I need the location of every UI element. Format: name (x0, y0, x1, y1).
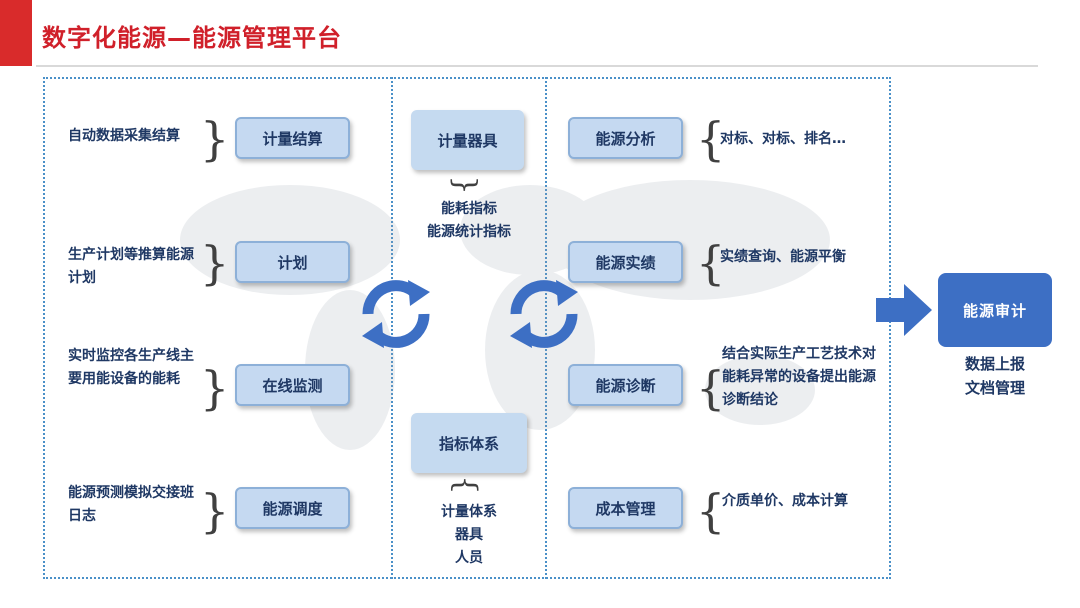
brace-right-4: { (696, 484, 726, 538)
note-auto-collection: 自动数据采集结算 (68, 128, 180, 144)
brace-right-1: { (696, 112, 726, 166)
note-diagnosis-detail: 结合实际生产工艺技术对能耗异常的设备提出能源诊断结论 (722, 346, 876, 408)
brace-center-bottom: } (446, 475, 482, 495)
center-bottom-lines: 计量体系 器具 人员 (400, 501, 538, 570)
note-production-plan: 生产计划等推算能源计划 (68, 247, 194, 286)
box-index-system: 指标体系 (411, 413, 527, 473)
box-energy-performance: 能源实绩 (568, 241, 683, 283)
line-instruments: 器具 (455, 527, 483, 543)
audit-sub-lines: 数据上报 文档管理 (938, 352, 1052, 400)
brace-left-2: } (200, 236, 230, 290)
cycle-arrows-icon-right (510, 280, 578, 348)
line-metering-system: 计量体系 (441, 504, 497, 520)
box-energy-audit: 能源审计 (938, 273, 1052, 347)
box-metering-settlement: 计量结算 (235, 117, 350, 159)
box-plan: 计划 (235, 241, 350, 283)
page-title: 数字化能源—能源管理平台 (42, 24, 342, 52)
cycle-arrows-icon-left (362, 280, 430, 348)
title-accent-bar (0, 0, 32, 66)
note-cost-calculation: 介质单价、成本计算 (722, 493, 848, 509)
note-performance-query: 实绩查询、能源平衡 (720, 249, 846, 265)
brace-right-2: { (696, 236, 726, 290)
brace-left-3: } (200, 361, 230, 415)
line-energy-consumption-index: 能耗指标 (441, 201, 497, 217)
brace-left-1: } (200, 112, 230, 166)
center-top-lines: 能耗指标 能源统计指标 (400, 198, 538, 244)
box-online-monitoring: 在线监测 (235, 364, 350, 406)
line-document-management: 文档管理 (964, 379, 1025, 397)
box-energy-analysis: 能源分析 (568, 117, 683, 159)
center-frame (391, 77, 547, 579)
brace-right-3: { (696, 361, 726, 415)
box-metering-instruments: 计量器具 (411, 110, 524, 170)
line-personnel: 人员 (455, 550, 483, 566)
box-energy-diagnosis: 能源诊断 (568, 364, 683, 406)
note-benchmarking: 对标、对标、排名… (720, 131, 846, 147)
line-energy-statistics-index: 能源统计指标 (427, 224, 511, 240)
brace-center-top: } (447, 175, 483, 195)
title-divider (36, 65, 1038, 67)
right-arrow-icon (876, 284, 932, 336)
line-data-report: 数据上报 (964, 355, 1025, 373)
brace-left-4: } (200, 484, 230, 538)
box-cost-management: 成本管理 (568, 487, 683, 529)
note-energy-forecast: 能源预测模拟交接班日志 (68, 485, 194, 524)
note-realtime-monitor: 实时监控各生产线主要用能设备的能耗 (68, 348, 194, 387)
box-energy-dispatch: 能源调度 (235, 487, 350, 529)
